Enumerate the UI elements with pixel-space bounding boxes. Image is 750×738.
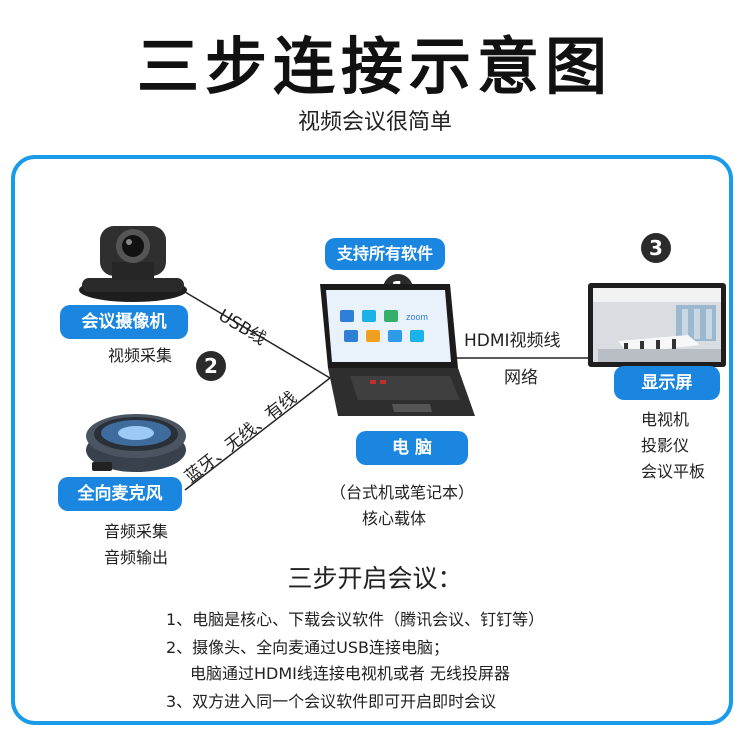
hdmi-cable-label: HDMI视频线 (464, 331, 561, 351)
computer-caption-1: （台式机或笔记本） (330, 483, 475, 502)
laptop-icon: zoom (320, 284, 475, 416)
display-caption-2: 投影仪 (641, 436, 690, 455)
wireless-link-line (184, 377, 331, 491)
network-label: 网络 (504, 368, 538, 388)
steps-heading: 三步开启会议： (287, 564, 463, 593)
microphone-icon (86, 414, 186, 472)
step-item-3: 3、双方进入同一个会议软件即可开启即时会议 (166, 692, 497, 711)
microphone-label: 全向麦克风 (58, 477, 182, 511)
camera-caption: 视频采集 (108, 346, 173, 365)
software-support-badge: 支持所有软件 (325, 238, 445, 270)
display-label: 显示屏 (614, 366, 720, 400)
microphone-caption-2: 音频输出 (104, 548, 169, 567)
step-number-three: 3 (641, 233, 671, 263)
step-item-1: 1、电脑是核心、下载会议软件（腾讯会议、钉钉等） (166, 610, 545, 629)
camera-icon (79, 226, 187, 302)
screen-zoom-text: zoom (406, 312, 428, 322)
step-item-2: 2、摄像头、全向麦通过USB连接电脑； (166, 638, 450, 657)
step-item-2-continued: 电脑通过HDMI线连接电视机或者 无线投屏器 (190, 664, 510, 683)
step-number-two: 2 (196, 351, 226, 381)
camera-label: 会议摄像机 (60, 305, 188, 339)
display-screen-icon (588, 283, 726, 367)
display-caption-3: 会议平板 (641, 462, 706, 481)
microphone-caption-1: 音频采集 (104, 522, 169, 541)
usb-cable-line (184, 291, 331, 379)
display-caption-1: 电视机 (641, 410, 690, 429)
page-title: 三步连接示意图 (136, 30, 613, 103)
page-subtitle: 视频会议很简单 (297, 110, 452, 135)
computer-caption-2: 核心载体 (362, 509, 427, 528)
computer-label: 电 脑 (356, 431, 468, 465)
